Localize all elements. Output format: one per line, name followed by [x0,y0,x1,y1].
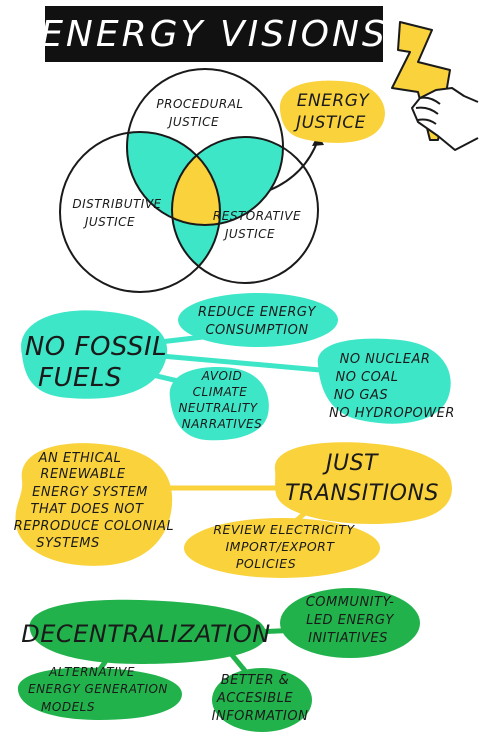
community-label-2: LED ENERGY [306,613,394,628]
avoid-label-4: NARRATIVES [182,417,262,431]
better-label-2: ACCESIBLE [216,691,294,706]
venn-arrow [269,139,319,191]
decentralization-blob [29,599,267,664]
restorative-label-2: JUSTICE [223,227,275,241]
alternative-label-1: ALTERNATIVE [48,665,135,679]
page-title: ENERGY VISIONS [40,14,388,55]
energy-justice-blob [279,80,385,143]
no-fossil-label-2: FUELS [38,363,122,393]
ethical-label-4: THAT DOES NOT [31,502,145,517]
reduce-energy-blob [178,293,338,347]
ethical-label-3: ENERGY SYSTEM [32,485,148,500]
reduce-energy-label-1: REDUCE ENERGY [198,305,316,320]
ethical-label-5: REPRODUCE COLONIAL [14,519,174,534]
no-coal-label: NO COAL [335,370,398,385]
no-fossil-blob [21,310,168,399]
energy-justice-label-2: JUSTICE [293,113,366,133]
avoid-label-3: NEUTRALITY [178,401,258,415]
distributive-circle [59,131,221,293]
just-transitions-blob [274,442,452,524]
just-transitions-label-2: TRANSITIONS [285,481,439,506]
reduce-energy-label-2: CONSUMPTION [205,323,308,338]
ethical-label-2: RENEWABLE [40,467,125,482]
review-label-2: IMPORT/EXPORT [225,539,335,554]
review-label-1: REVIEW ELECTRICITY [213,522,355,537]
title-banner [45,6,383,62]
just-transitions-label-1: JUST [322,451,379,476]
community-label-3: INITIATIVES [308,631,388,646]
restorative-label-1: RESTORATIVE [213,209,301,223]
avoid-label-2: CLIMATE [193,385,248,399]
restorative-circle [171,136,319,284]
community-blob [280,588,420,658]
no-fossil-label-1: NO FOSSIL [25,332,167,362]
no-list-blob [317,338,451,424]
better-label-1: BETTER & [221,673,290,688]
no-gas-label: NO GAS [334,388,388,403]
no-nuclear-label: NO NUCLEAR [340,352,431,367]
decentralization-label: DECENTRALIZATION [21,620,270,648]
procedural-label-2: JUSTICE [167,115,219,129]
alternative-label-3: MODELS [41,700,95,714]
procedural-label-1: PROCEDURAL [156,97,243,111]
distributive-label-2: JUSTICE [83,215,135,229]
alternative-blob [17,667,182,720]
ethical-label-6: SYSTEMS [36,536,100,551]
better-info-blob [212,668,312,732]
ethical-renewable-blob [15,443,173,566]
better-label-3: INFORMATION [212,709,309,724]
review-label-3: POLICIES [236,556,296,571]
avoid-label-1: AVOID [201,369,243,383]
alternative-label-2: ENERGY GENERATION [28,682,168,696]
fist-icon [411,87,479,151]
community-label-1: COMMUNITY- [306,595,395,610]
review-electricity-blob [184,518,380,578]
ethical-label-1: AN ETHICAL [38,451,122,466]
avoid-climate-blob [169,367,269,441]
no-hydropower-label: NO HYDROPOWER [329,406,455,421]
distributive-label-1: DISTRIBUTIVE [72,197,161,211]
energy-justice-label-1: ENERGY [297,91,371,111]
